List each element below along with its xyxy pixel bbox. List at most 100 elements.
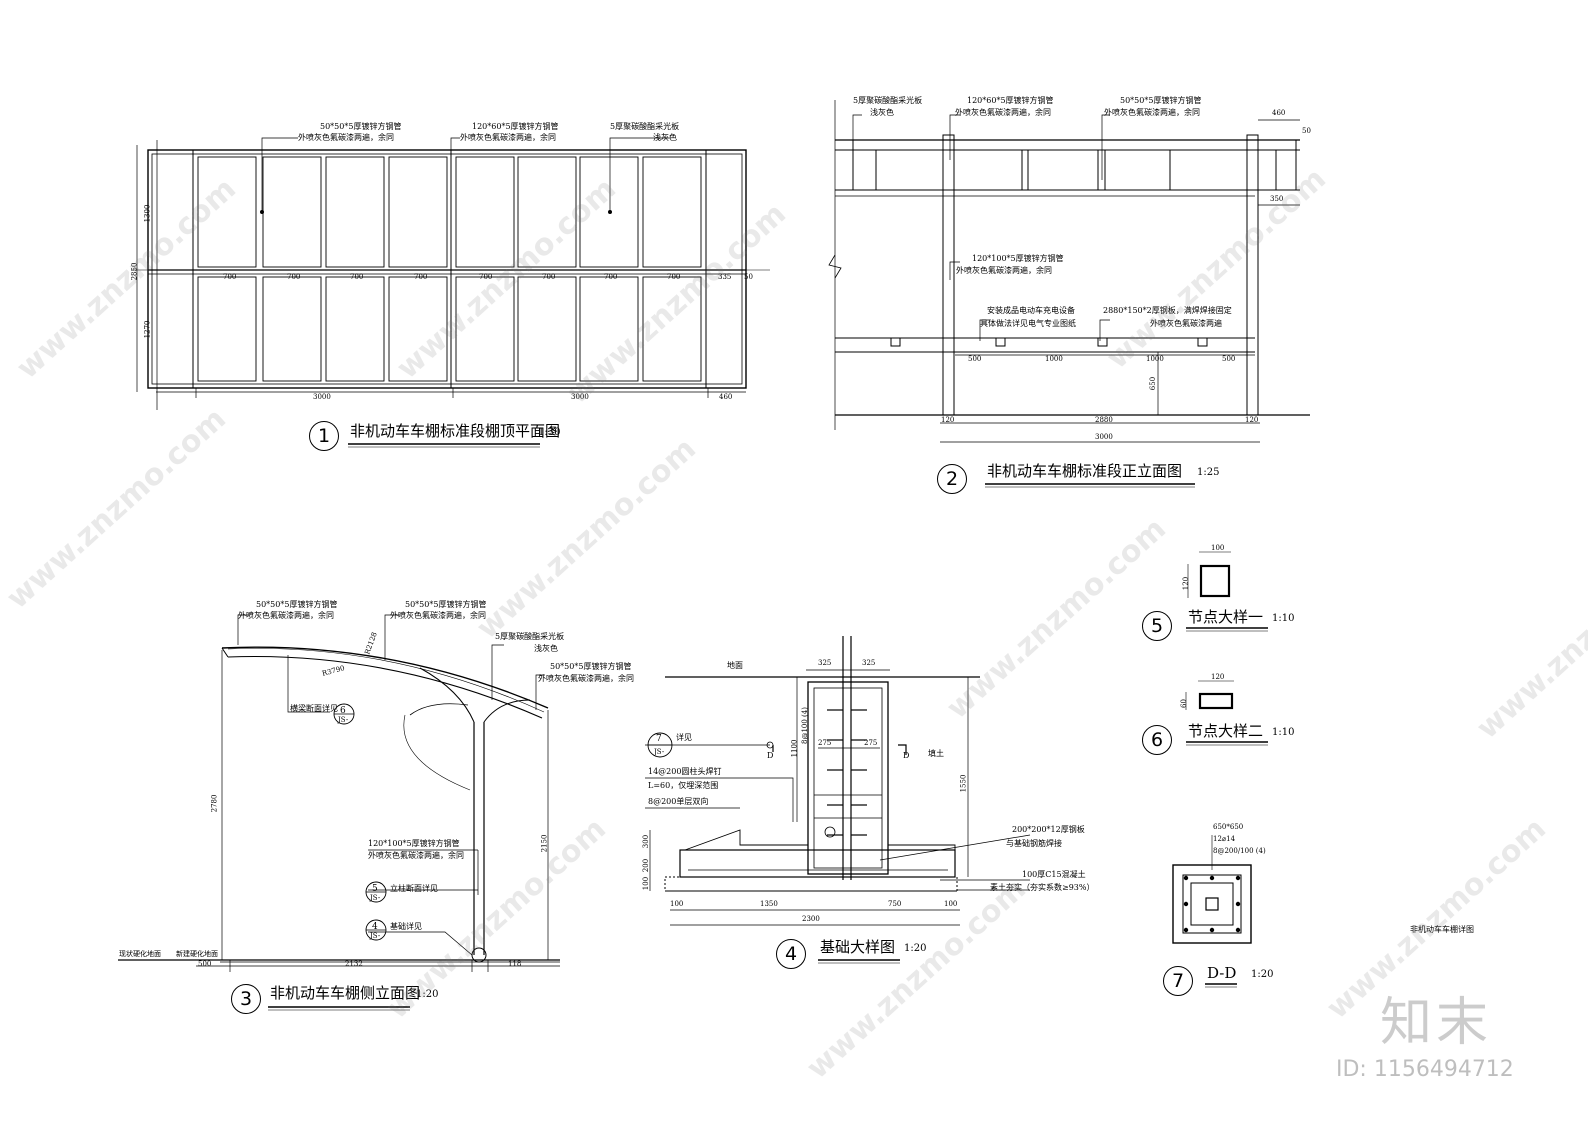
d3-dim-118: 118 <box>508 960 522 968</box>
d1-dim-700: 700 <box>287 273 301 281</box>
d2-dim-350: 350 <box>1270 195 1284 203</box>
d3-note-panel-a: 5厚聚碳酸酯采光板 <box>495 632 565 641</box>
d2-dim-120-a: 120 <box>941 416 955 424</box>
d4-note-bolt-b: L=60，仅埋深范围 <box>648 781 719 790</box>
d2-note-pipe120x100-b: 外喷灰色氟碳漆两遍，余同 <box>956 266 1052 275</box>
d2-dim-500-b: 500 <box>1222 355 1236 363</box>
d3-note-pipe50c-a: 50*50*5厚镀锌方钢管 <box>550 662 632 671</box>
d2-note-pipe120x60-b: 外喷灰色氟碳漆两遍，余同 <box>955 108 1051 117</box>
d4-ref-7: 7 <box>656 734 662 744</box>
d3-note-pipe50b-a: 50*50*5厚镀锌方钢管 <box>405 600 487 609</box>
d3-note-pipe120x100-a: 120*100*5厚镀锌方钢管 <box>368 839 460 848</box>
d2-dim-650: 650 <box>1149 376 1158 391</box>
d4-dim-1100: 1100 <box>790 739 799 758</box>
d2-note-pipe120x100-a: 120*100*5厚镀锌方钢管 <box>972 254 1064 263</box>
d2-note-panel-a: 5厚聚碳酸酯采光板 <box>853 96 923 105</box>
d3-ref-6: 6 <box>340 706 346 716</box>
d3-dim-2780: 2780 <box>210 794 219 813</box>
d4-section-mark-right: D <box>903 751 910 760</box>
d3-dim-500: 500 <box>198 960 212 968</box>
d6-dim-60: 60 <box>1179 699 1188 708</box>
d2-note-plate-a: 2880*150*2厚钢板，满焊焊接固定 <box>1103 306 1232 315</box>
watermark-id: ID: 1156494712 <box>1336 1057 1514 1082</box>
d4-dim-750: 750 <box>888 900 902 908</box>
d3-number-circle: 3 <box>231 984 261 1014</box>
d2-dim-120-b: 120 <box>1245 416 1259 424</box>
d4-number-circle: 4 <box>776 939 806 969</box>
d4-note-detail: 详见 <box>676 733 692 742</box>
d4-dim-1550: 1550 <box>959 774 968 793</box>
d3-ref-5: 5 <box>372 884 378 894</box>
d3-note-ground-a: 现状硬化地面 <box>119 950 161 958</box>
d1-dim-3000-a: 3000 <box>313 393 331 401</box>
d1-note-pipe120-b: 外喷灰色氟碳漆两遍，余同 <box>460 133 556 142</box>
d3-note-ground-b: 新建硬化地面 <box>176 950 218 958</box>
d1-dim-700: 700 <box>414 273 428 281</box>
d1-note-panel-a: 5厚聚碳酸酯采光板 <box>610 122 680 131</box>
d4-dim-300: 300 <box>642 834 651 849</box>
d2-note-pipe120x60-a: 120*60*5厚镀锌方钢管 <box>967 96 1054 105</box>
d7-note-size: 650*650 <box>1213 823 1244 831</box>
d3-scale: 1:20 <box>416 989 439 1000</box>
d6-title: 节点大样二 <box>1188 722 1264 740</box>
d7-scale: 1:20 <box>1251 969 1274 980</box>
d3-note-column: 立柱断面详见 <box>390 884 438 893</box>
d4-title: 基础大样图 <box>820 938 896 956</box>
d4-dim-275-a: 275 <box>818 739 832 747</box>
d1-dim-700: 700 <box>604 273 618 281</box>
d1-dim-50: 50 <box>744 273 753 281</box>
d3-ref-4: 4 <box>372 922 378 932</box>
front-elevation-drawing <box>828 100 1310 443</box>
watermark-logo: 知末 <box>1380 993 1493 1053</box>
d4-dim-100-a: 100 <box>670 900 684 908</box>
d4-section-mark-left: D <box>767 751 774 760</box>
d2-number-circle: 2 <box>937 464 967 494</box>
d1-dim-700: 700 <box>223 273 237 281</box>
d3-ref-6-sheet: JS- <box>338 716 349 724</box>
d7-note-rebar1: 12⌀14 <box>1213 835 1236 843</box>
d1-dim-700: 700 <box>667 273 681 281</box>
d2-note-charger-a: 安装成品电动车充电设备 <box>987 306 1075 315</box>
d2-title: 非机动车车棚标准段正立面图 <box>987 462 1183 480</box>
d3-note-pipe50c-b: 外喷灰色氟碳漆两遍，余同 <box>538 674 634 683</box>
d2-note-charger-b: 具体做法详见电气专业图纸 <box>980 319 1076 328</box>
d1-note-pipe50-a: 50*50*5厚镀锌方钢管 <box>320 122 402 131</box>
d3-title: 非机动车车棚侧立面图 <box>270 984 421 1002</box>
sheet-title: 非机动车车棚详图 <box>1410 925 1474 934</box>
d4-note-ground: 地面 <box>727 661 743 670</box>
d1-dim-2850: 2850 <box>130 262 139 281</box>
d2-note-plate-b: 外喷灰色氟碳漆两遍 <box>1150 319 1222 328</box>
d3-note-pipe120x100-b: 外喷灰色氟碳漆两遍，余同 <box>368 851 464 860</box>
section-dd-drawing <box>1172 835 1252 944</box>
d5-dim-100: 100 <box>1211 544 1225 552</box>
d1-dim-1300: 1300 <box>143 204 152 223</box>
d3-dim-2132: 2132 <box>345 960 363 968</box>
d3-ref-5-sheet: JS- <box>370 894 381 902</box>
d4-note-fill: 填土 <box>928 749 944 758</box>
d3-note-pipe50a-b: 外喷灰色氟碳漆两遍，余同 <box>238 611 334 620</box>
d2-dim-460: 460 <box>1272 109 1286 117</box>
d1-dim-335: 335 <box>718 273 732 281</box>
d5-number-circle: 5 <box>1142 611 1172 641</box>
d3-dim-2150: 2150 <box>540 834 549 853</box>
d2-dim-2880: 2880 <box>1095 416 1113 424</box>
d4-note-plate-b: 与基础钢筋焊接 <box>1006 839 1062 848</box>
d4-dim-325-b: 325 <box>862 659 876 667</box>
d2-dim-50: 50 <box>1302 127 1311 135</box>
d4-dim-325-a: 325 <box>818 659 832 667</box>
d2-note-panel-b: 浅灰色 <box>870 108 894 117</box>
d4-note-soil: 素土夯实（夯实系数≥93%） <box>990 883 1095 892</box>
d3-note-panel-b: 浅灰色 <box>534 644 558 653</box>
d4-dim-200: 200 <box>642 858 651 873</box>
d1-dim-700: 700 <box>479 273 493 281</box>
d3-note-pipe50b-b: 外喷灰色氟碳漆两遍，余同 <box>390 611 486 620</box>
d2-dim-1000-a: 1000 <box>1045 355 1063 363</box>
d2-dim-3000: 3000 <box>1095 433 1113 441</box>
d5-scale: 1:10 <box>1272 613 1295 624</box>
d4-dim-100-b: 100 <box>944 900 958 908</box>
d1-note-pipe120-a: 120*60*5厚镀锌方钢管 <box>472 122 559 131</box>
d7-title: D-D <box>1207 964 1237 982</box>
d5-title: 节点大样一 <box>1188 608 1264 626</box>
node-detail-one-drawing <box>1187 551 1231 598</box>
